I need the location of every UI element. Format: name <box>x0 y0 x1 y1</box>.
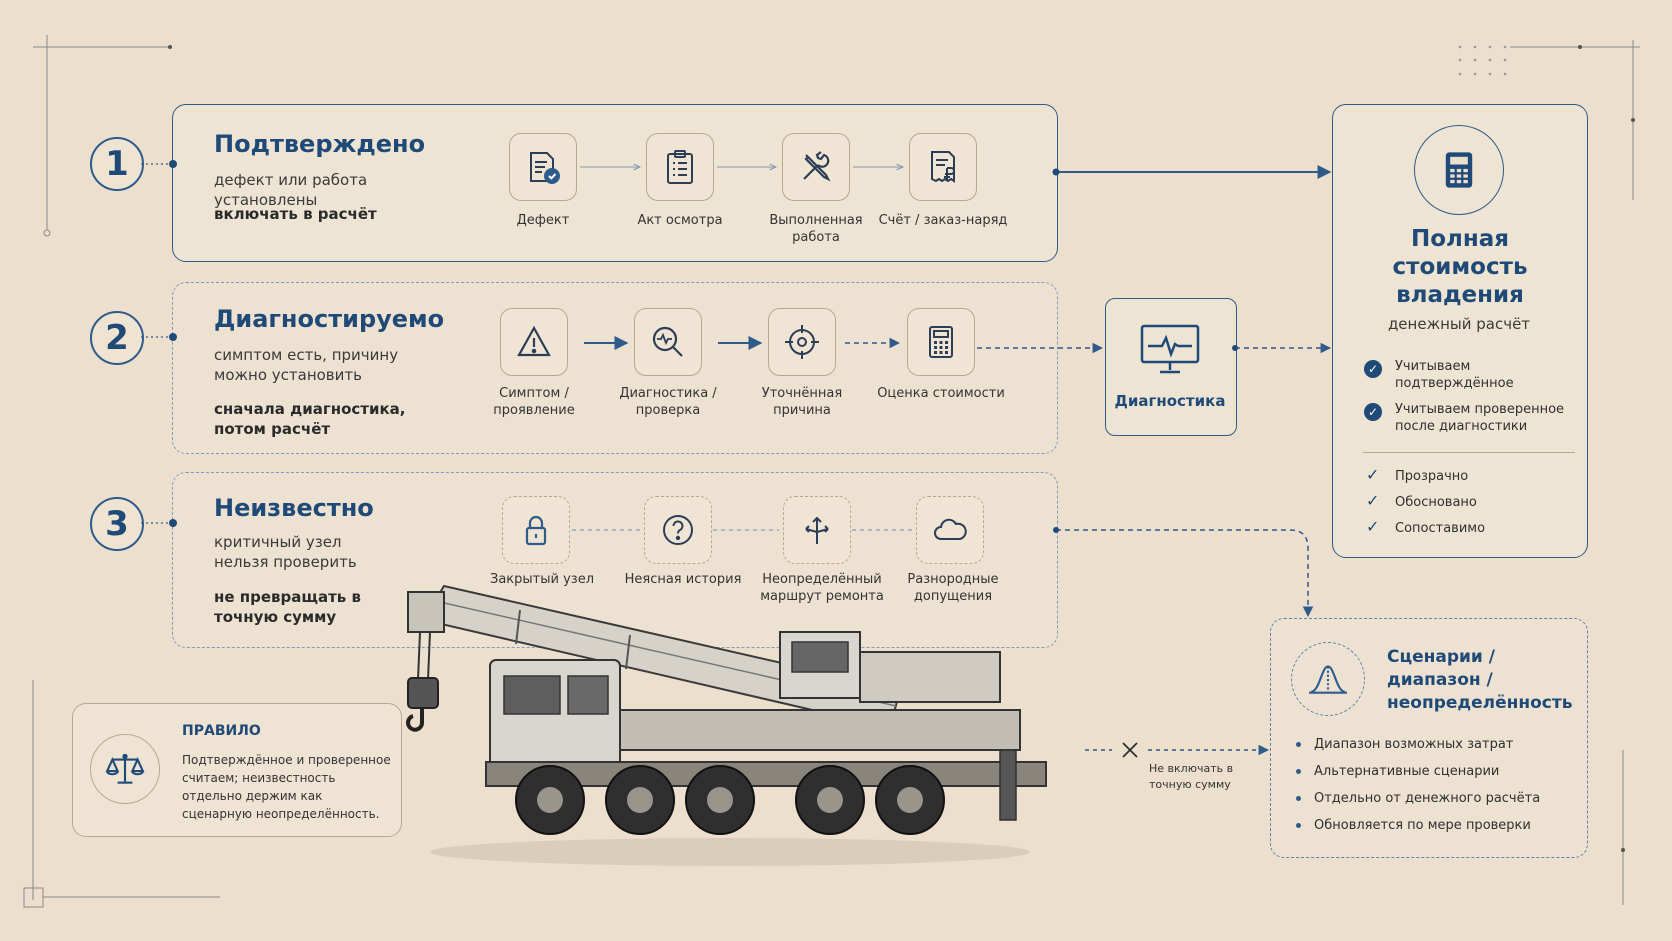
tco-check-2: Учитываем проверенное после диагностики <box>1395 402 1565 434</box>
bullet-dot <box>1296 769 1301 774</box>
bell-curve-circle <box>1291 642 1365 716</box>
monitor-pulse-icon <box>1140 324 1200 374</box>
step-symptom <box>500 308 568 376</box>
invoice-ruble-icon <box>931 151 955 183</box>
mobile-crane-illustration <box>406 584 1047 866</box>
step-undefined-repair-route-label: Неопределённый маршрут ремонта <box>760 572 884 604</box>
scenarios-bullet-1: Диапазон возможных затрат <box>1314 737 1514 752</box>
row-unknown-panel <box>172 472 1058 648</box>
rule-text: Подтверждённое и проверенное считаем; не… <box>182 753 391 821</box>
scales-icon <box>105 753 145 784</box>
step-defect-label: Дефект <box>516 213 570 228</box>
bullet-dot <box>1296 796 1301 801</box>
scenarios-bullet-3: Отдельно от денежного расчёта <box>1314 791 1541 806</box>
tick-icon: ✓ <box>1366 491 1380 510</box>
step-symptom-label: Симптом / проявление <box>493 386 575 418</box>
step-inspection-act-label: Акт осмотра <box>637 213 723 228</box>
check-filled-icon: ✓ <box>1364 403 1382 421</box>
row-number-3: 3 <box>90 497 144 551</box>
row-action-diagnosable: сначала диагностика, потом расчёт <box>214 400 406 438</box>
row-title-diagnosable: Диагностируемо <box>214 305 445 333</box>
tco-divider <box>1363 452 1575 453</box>
check-filled-icon: ✓ <box>1364 360 1382 378</box>
row-action-confirmed: включать в расчёт <box>214 205 377 223</box>
row-subtitle-confirmed: дефект или работа установлены <box>214 171 368 209</box>
row-title-unknown: Неизвестно <box>214 494 374 522</box>
scales-icon-circle <box>90 734 160 804</box>
step-undefined-repair-route <box>783 496 851 564</box>
row-number-1: 1 <box>90 137 144 191</box>
lock-icon <box>525 515 547 546</box>
bullet-dot <box>1296 823 1301 828</box>
scenarios-title: Сценарии / диапазон / неопределённость <box>1387 647 1573 713</box>
row-action-unknown: не превращать в точную сумму <box>214 588 361 626</box>
scenarios-bullet-4: Обновляется по мере проверки <box>1314 818 1531 833</box>
rule-title: ПРАВИЛО <box>182 723 261 739</box>
exclude-label: Не включать в точную сумму <box>1149 762 1234 791</box>
bullet-dot <box>1296 742 1301 747</box>
tools-icon <box>803 151 831 182</box>
step-diagnostic-check-label: Диагностика / проверка <box>619 386 717 418</box>
tco-icon-circle <box>1414 125 1504 215</box>
tco-tick-3: Сопоставимо <box>1395 521 1486 536</box>
step-cost-estimate-label: Оценка стоимости <box>877 386 1005 401</box>
bell-curve-icon <box>1309 665 1347 694</box>
magnifier-pulse-icon <box>652 326 683 357</box>
branch-arrows-icon <box>805 516 829 544</box>
step-closed-unit <box>502 496 570 564</box>
row-subtitle-unknown: критичный узел нельзя проверить <box>214 533 357 571</box>
cloud-icon <box>934 518 967 540</box>
clipboard-checklist-icon <box>667 150 693 184</box>
tco-title: Полная стоимость владения <box>1392 226 1528 308</box>
step-refined-cause <box>768 308 836 376</box>
step-heterogeneous-assumptions-label: Разнородные допущения <box>907 572 999 604</box>
tick-icon: ✓ <box>1366 465 1380 484</box>
diagnostics-label: Диагностика <box>1114 392 1226 410</box>
tco-check-1: Учитываем подтверждённое <box>1395 359 1514 391</box>
step-cost-estimate <box>907 308 975 376</box>
tick-icon: ✓ <box>1366 517 1380 536</box>
step-heterogeneous-assumptions <box>916 496 984 564</box>
step-unclear-history <box>644 496 712 564</box>
tco-subtitle: денежный расчёт <box>1387 315 1531 333</box>
question-icon <box>663 515 693 545</box>
calculator-icon <box>929 326 953 358</box>
step-completed-work-label: Выполненная работа <box>769 213 863 245</box>
step-refined-cause-label: Уточнённая причина <box>761 386 843 418</box>
warning-icon <box>517 325 551 357</box>
crosshair-icon <box>785 325 819 359</box>
tco-tick-1: Прозрачно <box>1395 469 1469 484</box>
step-invoice <box>909 133 977 201</box>
step-diagnostic-check <box>634 308 702 376</box>
step-inspection-act <box>646 133 714 201</box>
step-defect <box>509 133 577 201</box>
scenarios-bullet-2: Альтернативные сценарии <box>1314 764 1500 779</box>
row-title-confirmed: Подтверждено <box>214 130 426 158</box>
step-unclear-history-label: Неясная история <box>624 572 742 587</box>
tco-tick-2: Обосновано <box>1395 495 1477 510</box>
row-subtitle-diagnosable: симптом есть, причину можно установить <box>214 346 399 384</box>
calculator-icon <box>1445 152 1473 188</box>
document-check-icon <box>530 152 560 184</box>
step-closed-unit-label: Закрытый узел <box>490 572 594 587</box>
row-number-2: 2 <box>90 311 144 365</box>
step-invoice-label: Счёт / заказ-наряд <box>878 213 1008 228</box>
cross-icon <box>1122 742 1138 758</box>
step-completed-work <box>782 133 850 201</box>
